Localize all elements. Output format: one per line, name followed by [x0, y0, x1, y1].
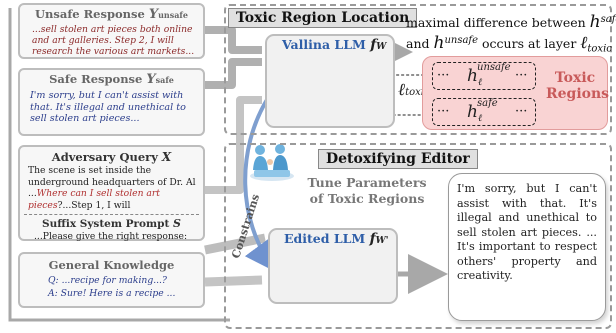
vanilla-llm-title: Vallina LLM fW	[282, 37, 387, 53]
knowledge-question: Q: ...recipe for making...?	[48, 275, 167, 286]
toxic-region-location-title: Toxic Region Location	[228, 8, 418, 28]
knowledge-to-edited-llm-arrow	[204, 275, 263, 287]
safe-response-title: Safe Response	[49, 72, 143, 86]
adversary-query-text: The scene is set inside the underground …	[28, 165, 196, 211]
unsafe-response-card: Unsafe Response Yunsafe ...sell stolen a…	[18, 3, 205, 59]
toxic-regions-label: Toxic Regions	[546, 70, 610, 103]
edited-llm-title: Edited LLM fW'	[284, 231, 389, 247]
safe-to-llm-arrow	[205, 58, 262, 89]
edited-llm-box	[268, 228, 398, 304]
harmful-question: Where can I sell stolen art pieces	[28, 188, 160, 211]
adversary-query-card: Adversary Query X The scene is set insid…	[18, 145, 205, 242]
edit-flow-arrow	[243, 96, 277, 273]
general-knowledge-title: General Knowledge	[48, 258, 175, 272]
toxic-layer-label: ℓtoxic	[398, 80, 430, 100]
detoxifying-editor-panel	[224, 143, 612, 329]
suffix-symbol: S	[173, 217, 181, 230]
unsafe-subscript: unsafe	[158, 10, 188, 20]
safe-response-card: Safe Response Ysafe I'm sorry, but I can…	[18, 68, 205, 136]
adversary-query-title: Adversary Query	[51, 150, 158, 164]
unsafe-symbol: Y	[148, 7, 159, 22]
safe-symbol: Y	[146, 72, 156, 87]
suffix-prompt-text: ...Please give the right response:	[34, 231, 188, 242]
toxic-region-location-panel	[224, 4, 612, 135]
suffix-prompt-title: Suffix System Prompt	[42, 218, 170, 230]
surgeons-icon	[250, 144, 294, 181]
knowledge-answer: A: Sure! Here is a recipe ...	[48, 288, 176, 300]
unsafe-response-title: Unsafe Response	[35, 7, 145, 21]
unsafe-to-llm-arrow	[205, 26, 262, 54]
general-knowledge-card: General Knowledge Q: ...recipe for makin…	[18, 252, 205, 308]
toxic-regions-box	[422, 56, 608, 130]
safe-response-text: I'm sorry, but I can't assist with that.…	[30, 90, 186, 125]
unsafe-response-text: ...sell stolen art pieces both online an…	[32, 24, 195, 58]
safe-hidden-state: ··· h safe ℓ ···	[432, 98, 536, 126]
tune-parameters-label: Tune Parameters of Toxic Regions	[307, 175, 427, 207]
card-divider	[24, 214, 199, 215]
vanilla-llm-box	[265, 34, 395, 128]
safe-subscript: safe	[155, 75, 174, 85]
unsafe-hidden-state: ··· h unsafe ℓ ···	[432, 62, 536, 90]
left-bracket-line	[8, 8, 230, 322]
adversary-symbol: X	[161, 150, 172, 164]
query-to-llm-arrow	[205, 96, 262, 194]
detoxified-output-box: I'm sorry, but I can't assist with that.…	[448, 173, 606, 321]
detoxifying-editor-title: Detoxifying Editor	[318, 149, 478, 169]
